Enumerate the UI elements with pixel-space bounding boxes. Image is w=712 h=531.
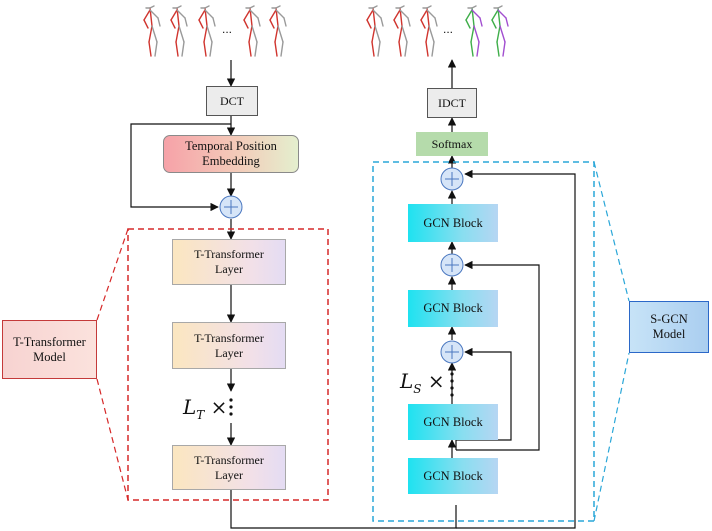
t-layer-label-1: T-Transformer Layer	[194, 247, 264, 276]
output-pose-3	[420, 5, 438, 57]
output-pose-2	[393, 5, 411, 57]
t-layer-label-3: T-Transformer Layer	[194, 452, 264, 482]
left-repeat-label: LT ×	[183, 395, 227, 422]
skip-inner	[455, 347, 512, 450]
right-repeat-times: ×	[427, 369, 445, 393]
skip-outer	[456, 169, 576, 529]
s-gcn-model-box: S-GCN Model	[629, 301, 709, 353]
t-transformer-frame	[127, 228, 329, 501]
gcn-block-1: GCN Block	[408, 204, 498, 242]
temporal-position-embedding-box: Temporal Position Embedding	[163, 135, 299, 173]
input-pose-4	[243, 5, 261, 57]
gcn-label-3: GCN Block	[423, 414, 483, 429]
arrow-layer3-to-gcn	[230, 490, 457, 529]
gcn-block-4: GCN Block	[408, 458, 498, 494]
dct-label: DCT	[220, 93, 244, 108]
gcn-label-4: GCN Block	[423, 468, 483, 483]
input-poses	[143, 5, 287, 57]
left-repeat-times: ×	[210, 395, 228, 419]
gcn-block-3: GCN Block	[408, 404, 498, 440]
input-pose-5	[269, 5, 287, 57]
output-poses-ellipsis: ...	[443, 22, 454, 36]
dct-box: DCT	[206, 86, 258, 116]
idct-label: IDCT	[438, 95, 466, 110]
s-gcn-model-label: S-GCN Model	[650, 312, 688, 341]
right-repeat-subscript: S	[413, 382, 422, 396]
s-gcn-frame	[372, 161, 595, 522]
add-node-right-3	[440, 340, 464, 364]
idct-box: IDCT	[427, 88, 477, 118]
output-pose-1	[366, 5, 384, 57]
gcn-label-2: GCN Block	[423, 301, 483, 315]
input-pose-2	[170, 5, 188, 57]
t-transformer-layer-3: T-Transformer Layer	[172, 445, 286, 490]
right-repeat-label: LS ×	[400, 369, 445, 396]
t-transformer-layer-2: T-Transformer Layer	[172, 322, 286, 369]
output-poses	[366, 5, 509, 57]
left-repeat-symbol: L	[183, 395, 197, 419]
add-node-right-2	[440, 253, 464, 277]
left-repeat-subscript: T	[196, 408, 205, 422]
add-node-right-1	[440, 167, 464, 191]
output-pose-pred-1	[465, 5, 483, 57]
arrow-dct-skip	[130, 123, 231, 212]
right-vertical-dots	[450, 372, 454, 397]
add-node-left	[219, 195, 243, 219]
input-pose-1	[143, 5, 161, 57]
t-transformer-layer-1: T-Transformer Layer	[172, 239, 286, 285]
left-vertical-dots	[229, 398, 233, 416]
t-layer-label-2: T-Transformer Layer	[194, 330, 264, 360]
input-poses-ellipsis: ...	[222, 22, 233, 36]
skip-middle	[456, 260, 540, 451]
gcn-block-2: GCN Block	[408, 290, 498, 327]
right-repeat-symbol: L	[400, 369, 414, 393]
t-transformer-model-box: T-Transformer Model	[2, 320, 97, 379]
input-pose-3	[198, 5, 216, 57]
gcn-label-1: GCN Block	[423, 215, 483, 230]
left-connectors	[130, 60, 457, 529]
softmax-label: Softmax	[431, 136, 473, 151]
t-transformer-model-label: T-Transformer Model	[13, 334, 86, 364]
softmax-box: Softmax	[416, 132, 488, 156]
output-pose-pred-2	[491, 5, 509, 57]
temporal-embedding-label: Temporal Position Embedding	[185, 139, 277, 168]
